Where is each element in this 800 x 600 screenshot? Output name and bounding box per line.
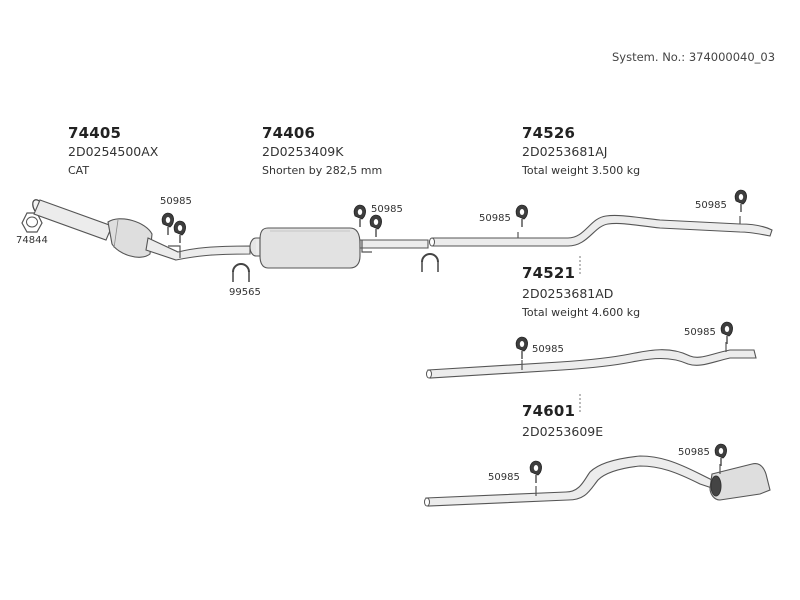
hanger-icon bbox=[734, 189, 748, 213]
part-number-74601: 74601 bbox=[522, 402, 576, 420]
hanger-icon bbox=[714, 443, 728, 467]
part-note-74406: Shorten by 282,5 mm bbox=[262, 164, 383, 177]
hanger-icon bbox=[515, 204, 529, 228]
hanger-label-5: 50985 bbox=[532, 344, 564, 355]
part-note-74405: CAT bbox=[68, 164, 90, 177]
hanger-icon bbox=[529, 460, 543, 484]
hanger-icon bbox=[173, 220, 187, 244]
clamp-99565 bbox=[232, 263, 250, 282]
part-number-74406: 74406 bbox=[262, 124, 316, 142]
hanger-icon bbox=[515, 336, 529, 360]
rear-silencer-74601 bbox=[424, 455, 771, 507]
clamp-joint bbox=[421, 253, 439, 272]
hanger-label-7: 50985 bbox=[488, 472, 520, 483]
gasket-74844 bbox=[21, 212, 43, 233]
hanger-icon bbox=[720, 321, 734, 345]
hanger-label-8: 50985 bbox=[678, 447, 710, 458]
part-code-74406: 2D0253409K bbox=[262, 144, 344, 159]
part-code-74405: 2D0254500AX bbox=[68, 144, 159, 159]
system-number: System. No.: 374000040_03 bbox=[612, 50, 776, 64]
hanger-label-4: 50985 bbox=[695, 200, 727, 211]
clamp-label: 99565 bbox=[229, 287, 261, 298]
hanger-label-1: 50985 bbox=[160, 196, 192, 207]
part-number-74405: 74405 bbox=[68, 124, 122, 142]
part-number-74526: 74526 bbox=[522, 124, 576, 142]
part-code-74601: 2D0253609E bbox=[522, 424, 604, 439]
hanger-icon bbox=[369, 214, 383, 238]
hanger-label-3: 50985 bbox=[479, 213, 511, 224]
part-code-74526: 2D0253681AJ bbox=[522, 144, 608, 159]
front-pipe-cat-74405 bbox=[32, 199, 251, 261]
middle-silencer-74406 bbox=[249, 227, 429, 269]
part-note-74526: Total weight 3.500 kg bbox=[522, 164, 641, 177]
hanger-icon bbox=[161, 212, 175, 236]
rear-pipe-74526 bbox=[429, 214, 773, 247]
rear-pipe-74521 bbox=[426, 342, 757, 379]
part-code-74521: 2D0253681AD bbox=[522, 286, 614, 301]
part-note-74521: Total weight 4.600 kg bbox=[522, 306, 641, 319]
gasket-label: 74844 bbox=[16, 235, 48, 246]
hanger-label-2: 50985 bbox=[371, 204, 403, 215]
hanger-label-6: 50985 bbox=[684, 327, 716, 338]
hanger-icon bbox=[353, 204, 367, 228]
part-number-74521: 74521 bbox=[522, 264, 576, 282]
